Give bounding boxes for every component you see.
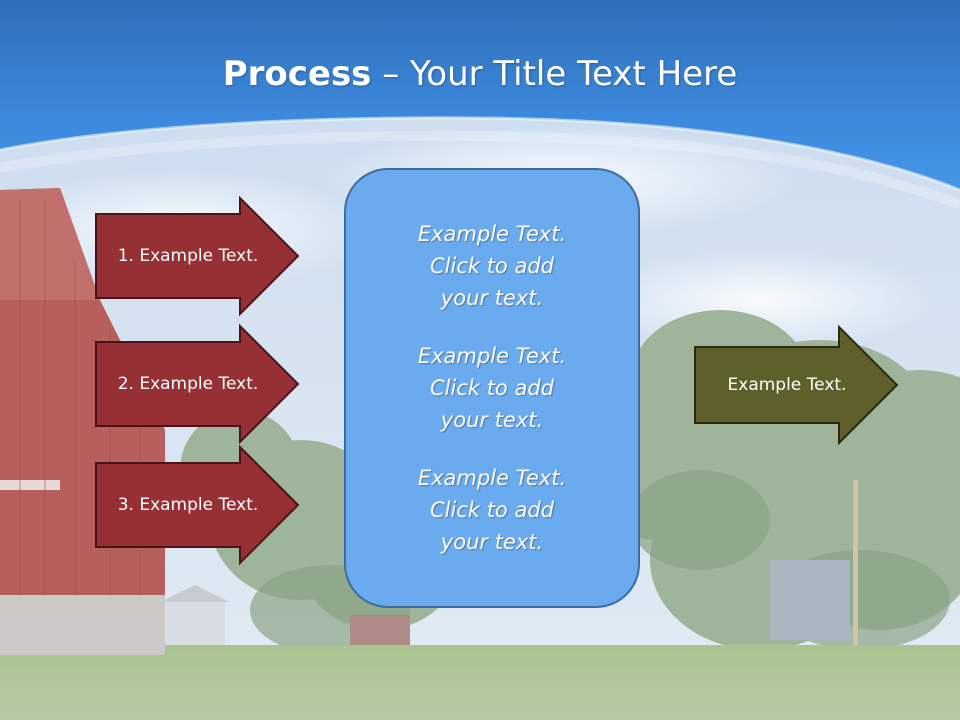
left-arrow-3-shape (95, 444, 300, 566)
title-rest-part: – Your Title Text Here (371, 54, 738, 94)
right-arrow-label: Example Text. (727, 375, 847, 395)
title-bold-part: Process (222, 54, 372, 94)
left-arrow-3-label: 3. Example Text. (117, 495, 259, 515)
left-arrow-3[interactable]: 3. Example Text. (95, 444, 300, 566)
left-arrow-2[interactable]: 2. Example Text. (95, 323, 300, 445)
center-paragraph-1: Example Text. Click to add your text. (417, 222, 567, 310)
left-arrow-1-label: 1. Example Text. (117, 246, 259, 266)
left-arrow-2-shape (95, 323, 300, 445)
right-arrow[interactable]: Example Text. (694, 324, 899, 446)
left-arrow-2-label: 2. Example Text. (117, 374, 259, 394)
center-text-box[interactable]: Example Text. Click to add your text. Ex… (344, 168, 640, 608)
slide-title[interactable]: Process – Your Title Text Here (0, 48, 960, 100)
right-arrow-shape (694, 324, 899, 446)
center-paragraph-2: Example Text. Click to add your text. (417, 344, 567, 432)
left-arrow-1-shape (95, 195, 300, 317)
left-arrow-1[interactable]: 1. Example Text. (95, 195, 300, 317)
center-paragraph-3: Example Text. Click to add your text. (417, 466, 567, 554)
